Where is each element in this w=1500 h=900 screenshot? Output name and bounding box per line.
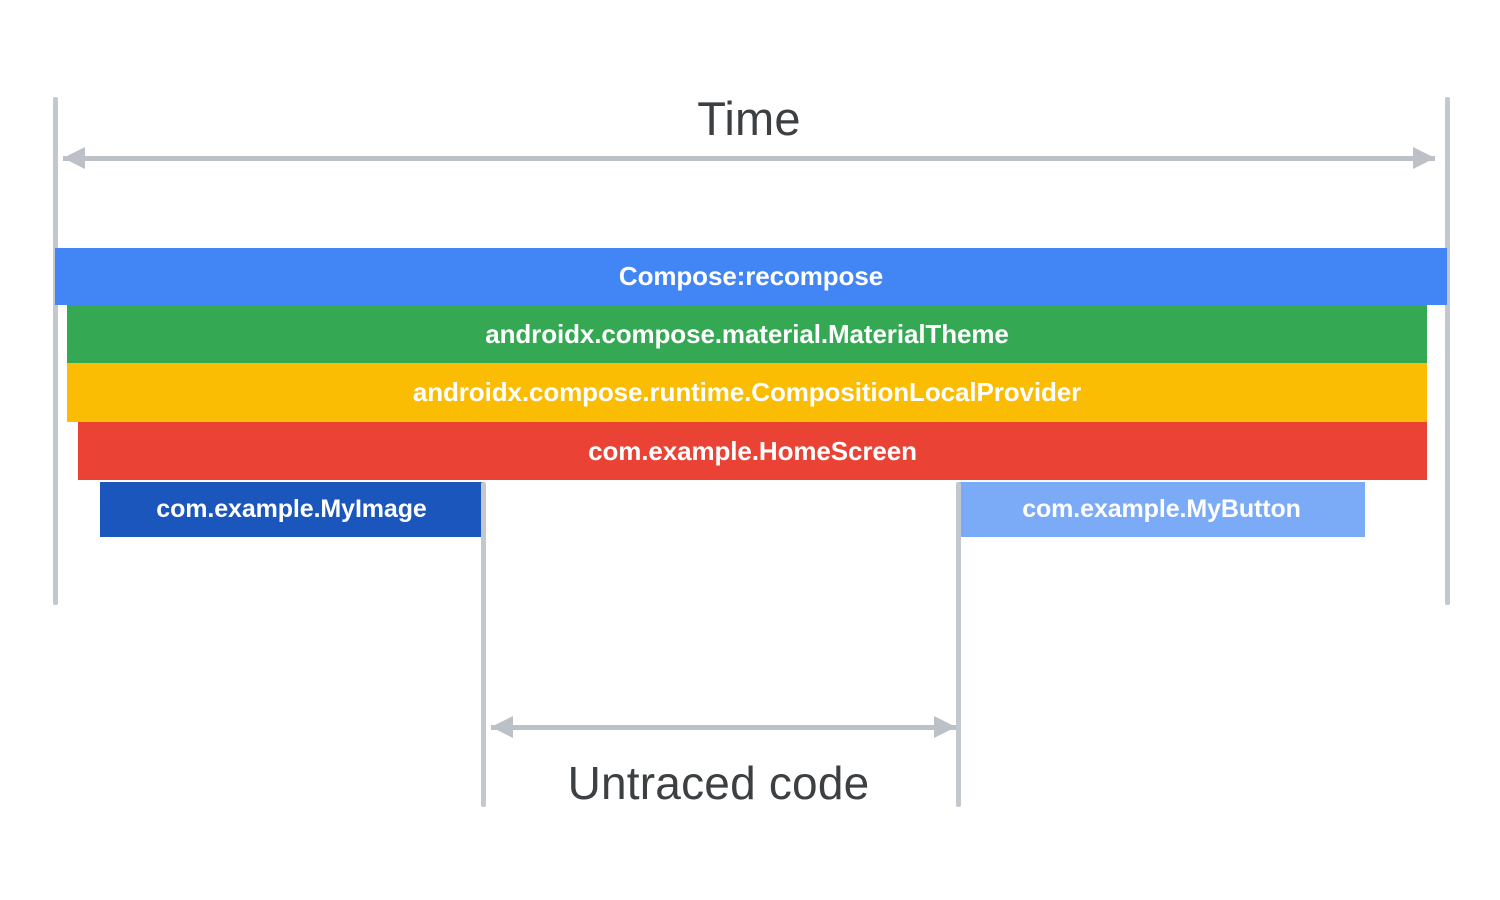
trace-bar-label: com.example.MyImage — [156, 495, 427, 523]
trace-bar-compose-recompose[interactable]: Compose:recompose — [55, 248, 1447, 305]
time-axis-label: Time — [697, 92, 801, 145]
trace-bar-my-button[interactable]: com.example.MyButton — [958, 482, 1365, 537]
trace-bar-material-theme[interactable]: androidx.compose.material.MaterialTheme — [67, 305, 1427, 363]
axis-start-rule — [53, 97, 58, 605]
time-axis-arrow — [63, 147, 1435, 169]
time-arrow-head-right — [1413, 147, 1435, 169]
time-arrow-shaft — [63, 155, 1435, 161]
untraced-end-rule — [956, 482, 961, 807]
untraced-arrow-head-left — [491, 716, 513, 738]
untraced-start-rule — [481, 482, 486, 807]
trace-bar-composition-local-provider[interactable]: androidx.compose.runtime.CompositionLoca… — [67, 363, 1427, 422]
trace-bar-label: androidx.compose.material.MaterialTheme — [485, 318, 1009, 349]
untraced-arrow-head-right — [934, 716, 956, 738]
time-arrow-head-left — [63, 147, 85, 169]
trace-bar-my-image[interactable]: com.example.MyImage — [100, 482, 483, 537]
trace-bar-label: com.example.MyButton — [1022, 495, 1301, 523]
untraced-code-label: Untraced code — [567, 757, 870, 809]
untraced-arrow-shaft — [491, 724, 956, 730]
axis-end-rule — [1445, 97, 1450, 605]
untraced-code-arrow — [491, 716, 956, 738]
trace-bar-label: com.example.HomeScreen — [588, 435, 917, 466]
trace-bar-label: Compose:recompose — [618, 261, 884, 291]
trace-bar-home-screen[interactable]: com.example.HomeScreen — [78, 422, 1427, 480]
trace-bar-label: androidx.compose.runtime.CompositionLoca… — [412, 377, 1082, 407]
